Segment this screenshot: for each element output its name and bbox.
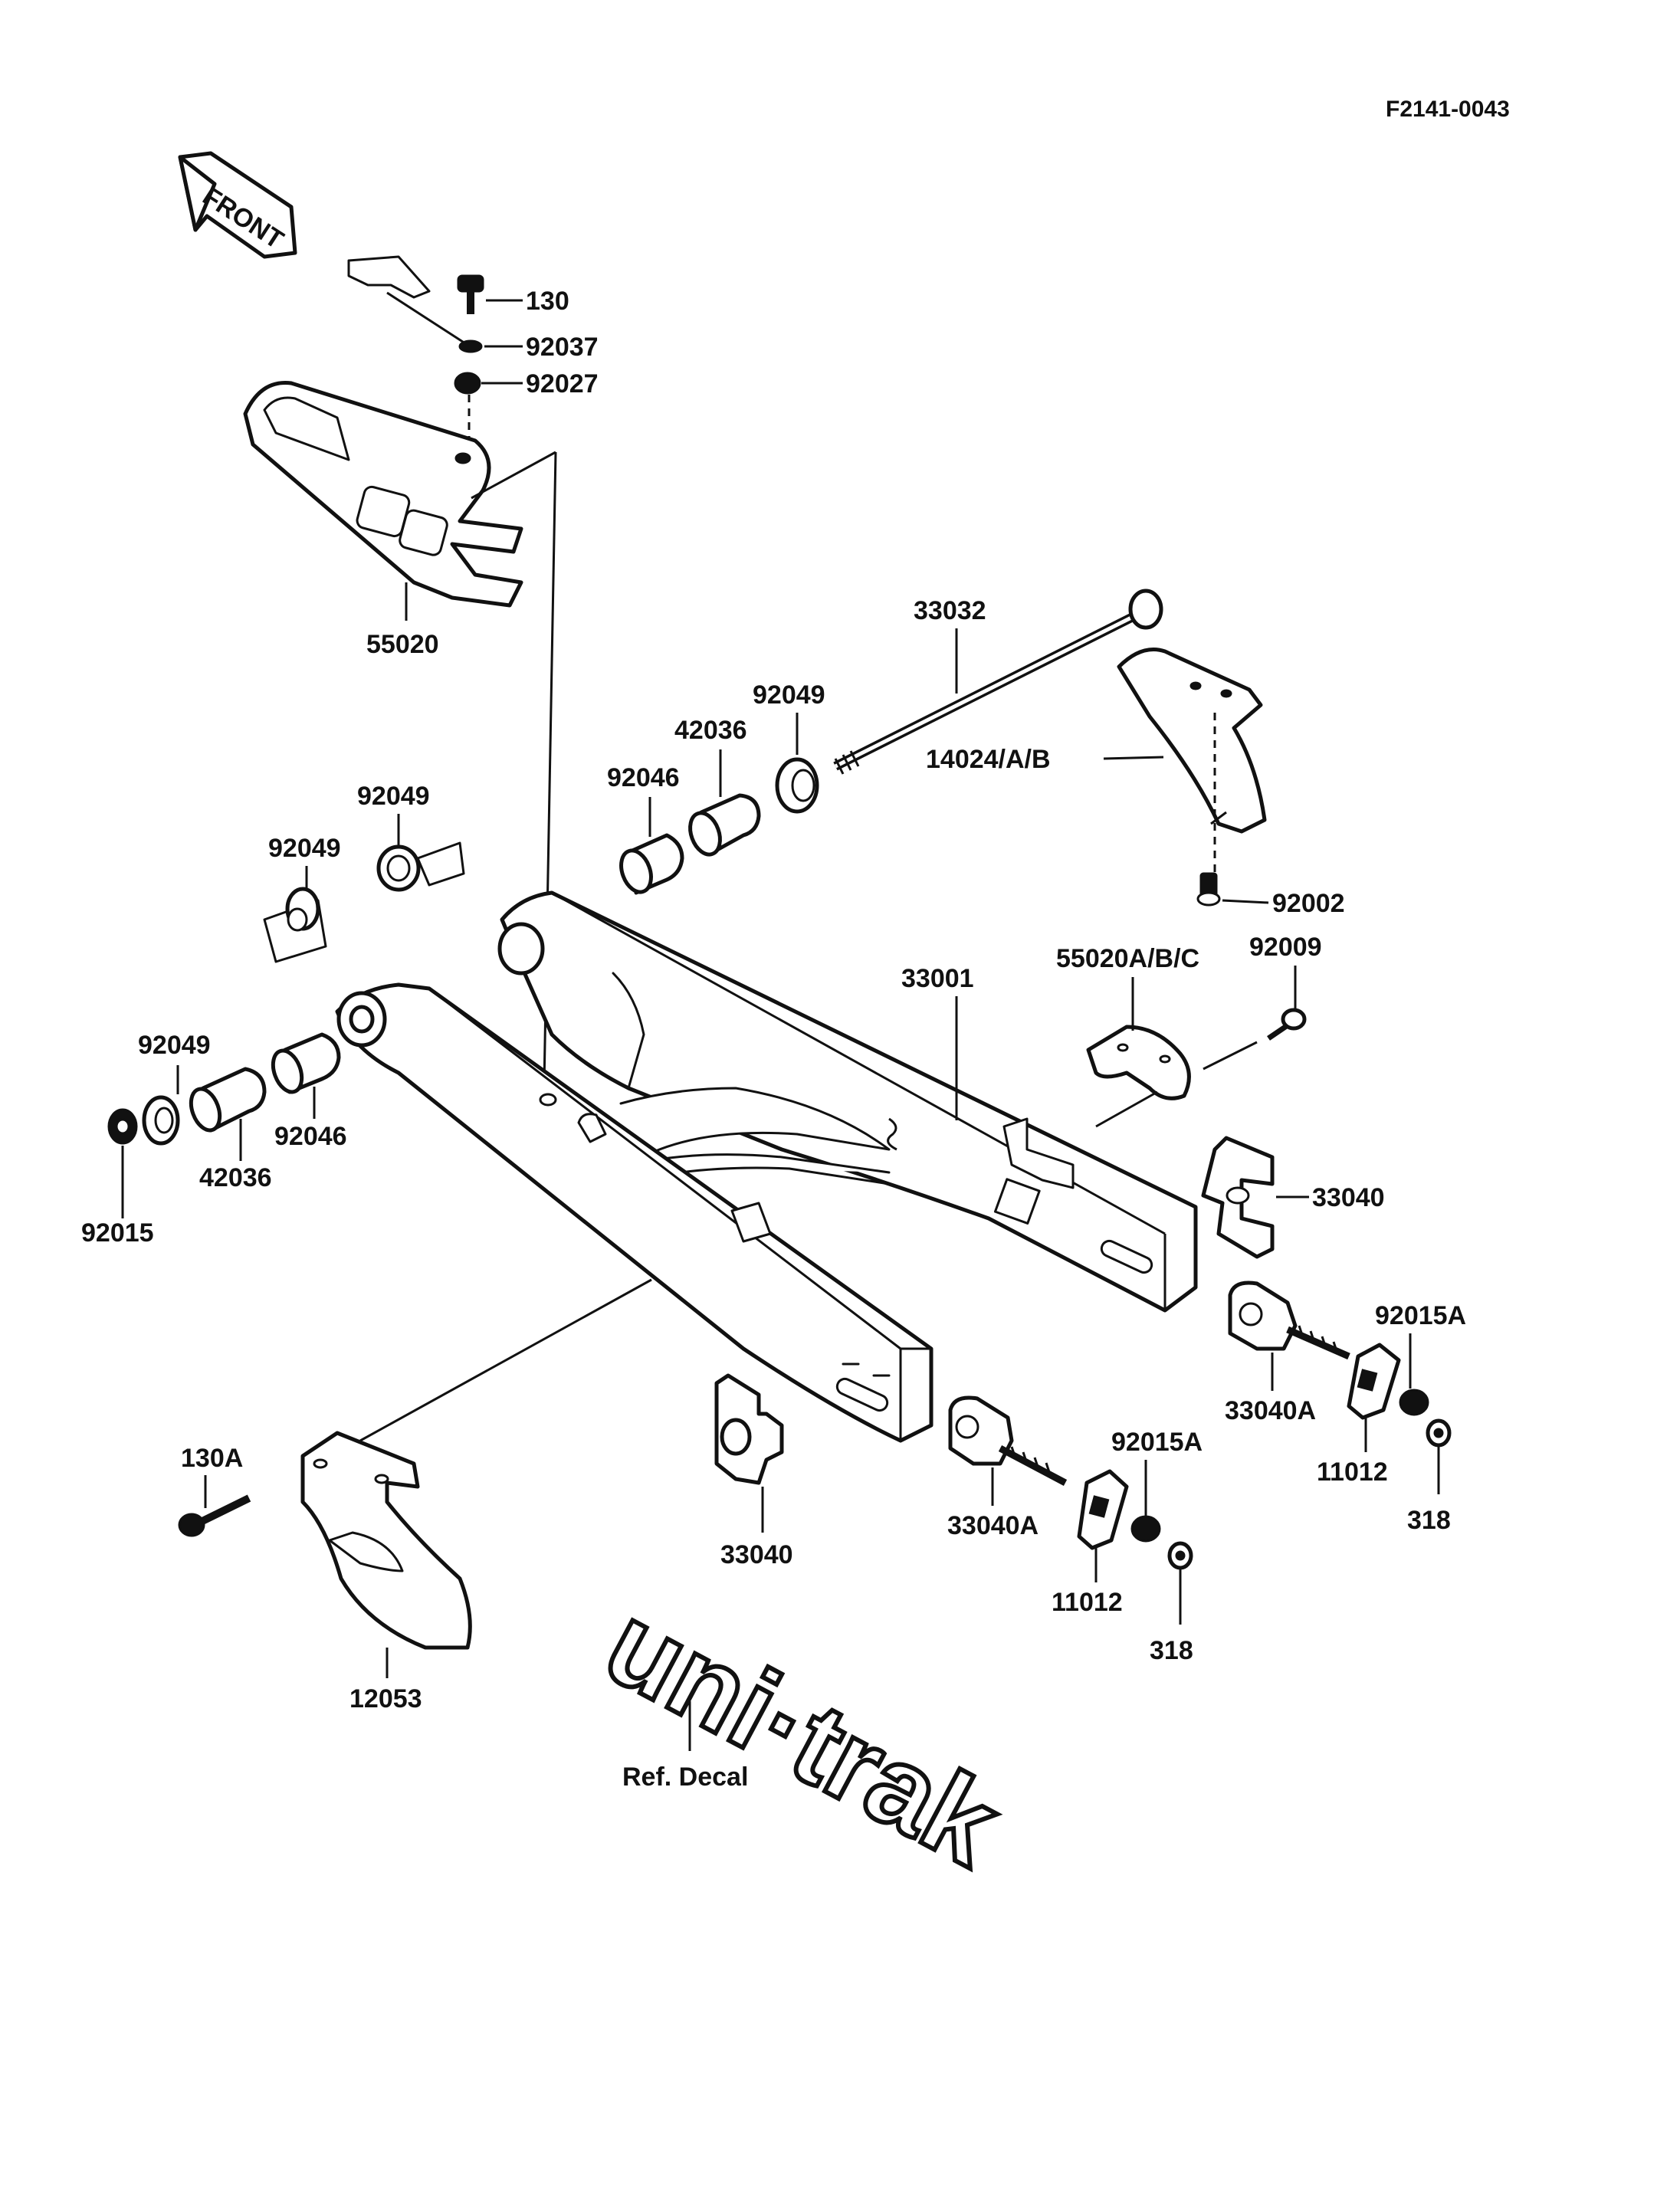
chain-slider-14024-icon xyxy=(1117,648,1267,834)
pivot-shaft-33032-icon xyxy=(833,589,1163,775)
seal-92049-top-icon xyxy=(775,757,819,814)
front-arrow-icon: FRONT xyxy=(178,151,297,259)
label-11012-right: 11012 xyxy=(1317,1458,1388,1487)
chain-guard-12053-icon xyxy=(300,1431,472,1650)
nut-92027-icon xyxy=(454,372,481,395)
label-92046-top: 92046 xyxy=(607,763,680,792)
label-11012-mid: 11012 xyxy=(1052,1588,1123,1617)
ref-decal-label: Ref. Decal xyxy=(622,1763,748,1792)
label-42036-low: 42036 xyxy=(199,1163,272,1192)
label-92049-mid: 92049 xyxy=(357,782,430,811)
bolt-92002-icon xyxy=(1196,872,1221,907)
label-33032: 33032 xyxy=(914,596,986,625)
label-130: 130 xyxy=(526,287,569,316)
label-14024: 14024/A/B xyxy=(926,745,1051,774)
label-318-right: 318 xyxy=(1407,1506,1451,1535)
label-33040a-right: 33040A xyxy=(1225,1396,1316,1425)
seal-92049-low-icon xyxy=(142,1095,180,1146)
collar-42036-top-icon xyxy=(688,793,761,857)
label-130a: 130A xyxy=(181,1444,243,1473)
chain-guide-55020-icon xyxy=(243,381,523,608)
label-92002: 92002 xyxy=(1272,889,1345,918)
nut-318-mid-icon xyxy=(1167,1541,1193,1570)
label-92015a-mid: 92015A xyxy=(1111,1428,1203,1457)
nut-92015a-right-icon xyxy=(1399,1389,1429,1416)
nut-92015a-mid-icon xyxy=(1130,1515,1161,1543)
label-33001: 33001 xyxy=(901,964,974,993)
label-92049-top: 92049 xyxy=(753,680,825,710)
bolt-130-icon xyxy=(457,274,484,314)
bearing-92046-top-icon xyxy=(619,833,684,895)
bearing-92046-low-icon xyxy=(271,1032,341,1094)
collar-42036-low-icon xyxy=(189,1067,267,1133)
label-92049-low: 92049 xyxy=(138,1031,211,1060)
label-33040a-mid: 33040A xyxy=(947,1511,1039,1540)
bolt-130a-icon xyxy=(178,1494,251,1537)
swingarm-33001-icon xyxy=(335,890,1198,1443)
adjuster-block-33040-right-icon xyxy=(1201,1136,1275,1259)
label-33040-mid: 33040 xyxy=(720,1540,793,1569)
adjuster-block-33040-mid-icon xyxy=(714,1373,784,1485)
label-42036-top: 42036 xyxy=(674,716,747,745)
nut-318-right-icon xyxy=(1426,1418,1452,1448)
plate-11012-right-icon xyxy=(1347,1343,1401,1420)
uni-trak-logo-icon: uni·trak xyxy=(584,1576,1022,1893)
label-33040-right: 33040 xyxy=(1312,1183,1385,1212)
label-92049-left: 92049 xyxy=(268,834,341,863)
label-92027: 92027 xyxy=(526,369,599,398)
label-318-mid: 318 xyxy=(1150,1636,1193,1665)
plate-bracket-icon xyxy=(347,255,431,299)
washer-92037-icon xyxy=(458,339,483,353)
plate-11012-mid-icon xyxy=(1077,1469,1129,1550)
nut-92015-icon xyxy=(107,1108,138,1145)
label-92009: 92009 xyxy=(1249,933,1322,962)
label-55020abc: 55020A/B/C xyxy=(1056,944,1199,973)
label-92015a-right: 92015A xyxy=(1375,1301,1466,1330)
adjuster-33040a-mid-icon xyxy=(948,1395,1068,1486)
seal-92049-left-icon xyxy=(263,887,327,963)
bolt-92009-icon xyxy=(1267,1008,1307,1041)
label-92046-low: 92046 xyxy=(274,1122,347,1151)
adjuster-33040a-right-icon xyxy=(1228,1280,1350,1360)
seal-92049-mid-icon xyxy=(376,841,465,892)
bracket-55020abc-icon xyxy=(1086,1025,1191,1100)
diagram-code: F2141-0043 xyxy=(1386,97,1510,122)
label-92037: 92037 xyxy=(526,333,599,362)
label-92015: 92015 xyxy=(81,1218,154,1248)
label-12053: 12053 xyxy=(349,1684,422,1713)
label-55020: 55020 xyxy=(366,630,439,659)
logo-text: uni·trak xyxy=(586,1579,1019,1890)
